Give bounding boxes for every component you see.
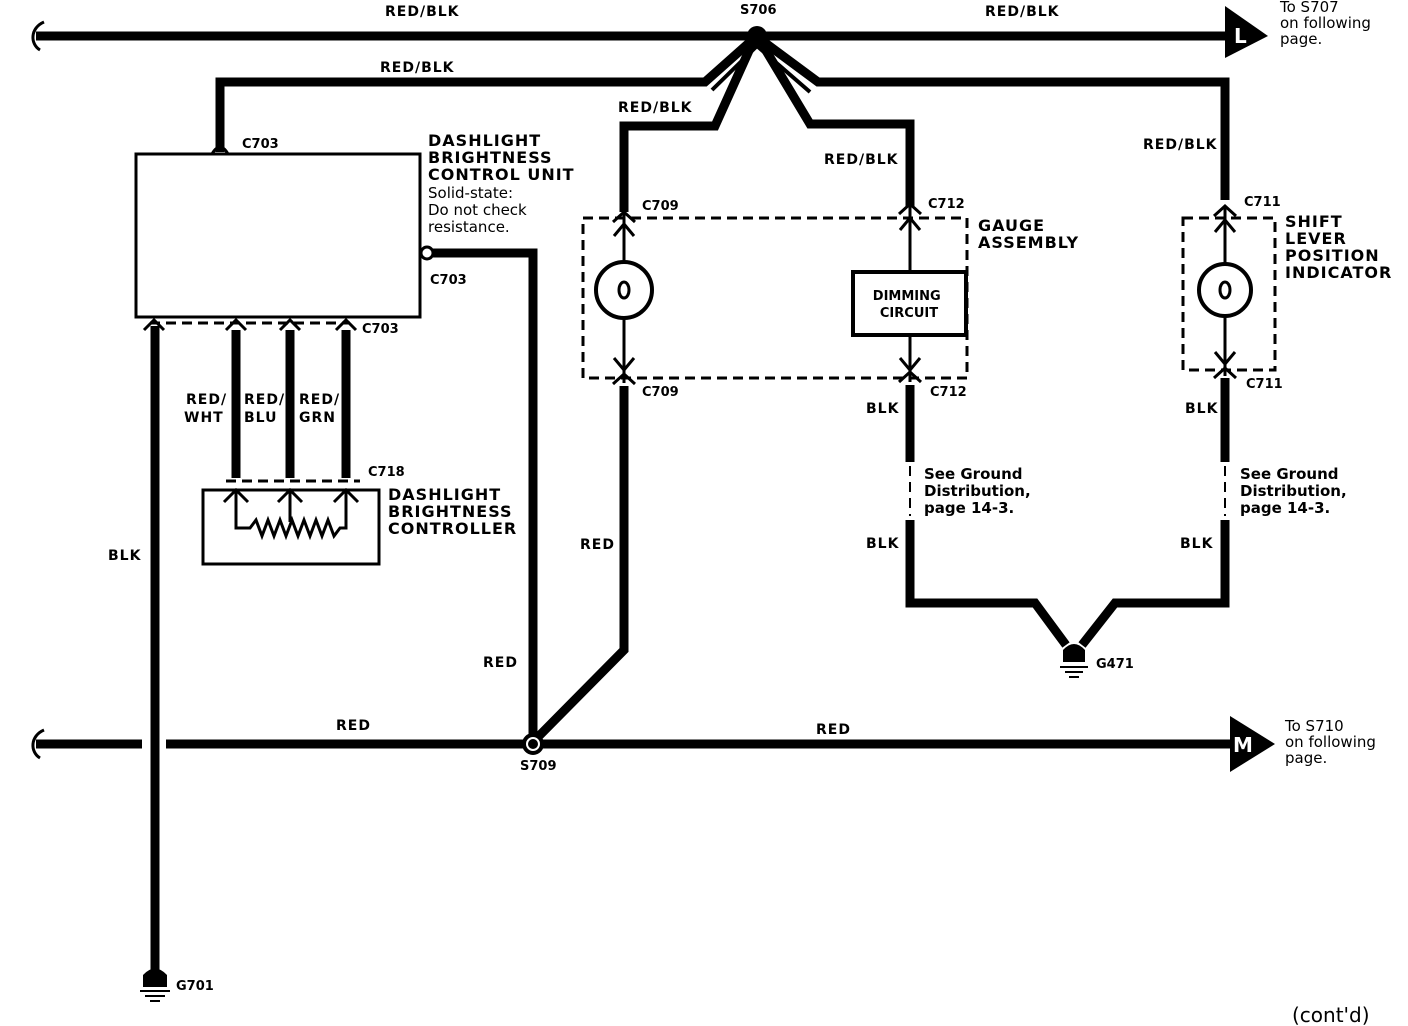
c703-bottom-mark-2 xyxy=(224,317,248,332)
wire-label-blk-c711-lower: BLK xyxy=(1180,536,1214,552)
connector-label-c703-bottom: C703 xyxy=(362,322,399,337)
footer-contd: (cont'd) xyxy=(1292,1003,1370,1026)
connector-c703-top-mark xyxy=(210,145,230,155)
wire-s706-to-c712 xyxy=(758,41,915,206)
wire-label-c712-top: RED/BLK xyxy=(824,152,899,168)
off-page-letter-M: M xyxy=(1233,733,1253,757)
splice-s709-dot xyxy=(528,739,538,749)
lamp-shift xyxy=(1197,262,1253,318)
control-unit-box xyxy=(134,152,422,319)
wire-label-red-cu: RED xyxy=(483,655,518,671)
wire-label-red-grn: RED/ GRN xyxy=(299,392,346,426)
connector-c711-bottom-mark xyxy=(1212,365,1238,380)
wire-red-c709-to-s709 xyxy=(533,386,629,742)
connector-label-c712-bottom: C712 xyxy=(930,385,967,400)
wire-label-blk-c712-upper: BLK xyxy=(866,401,900,417)
ground-label-g471: G471 xyxy=(1096,657,1134,672)
c703-bottom-mark-3 xyxy=(278,317,302,332)
wire-label-blk-c712-lower: BLK xyxy=(866,536,900,552)
splice-label-s709: S709 xyxy=(520,759,557,774)
ground-label-g701: G701 xyxy=(176,979,214,994)
arrow-c709-up xyxy=(612,221,636,237)
wire-label-blk-c711-upper: BLK xyxy=(1185,401,1219,417)
wire-label-loop-top: RED/BLK xyxy=(380,60,455,76)
connector-c712-bottom-mark xyxy=(897,369,923,384)
wire-label-red-blu: RED/ BLU xyxy=(244,392,291,426)
dimming-circuit-box xyxy=(851,270,968,337)
wire-label-bottom-left: RED xyxy=(336,718,371,734)
arrow-c709-down xyxy=(612,357,636,373)
lamp-shift-filament xyxy=(1218,280,1232,300)
ground-ref-gauge: See Ground Distribution, page 14-3. xyxy=(924,465,1036,517)
connector-label-c718: C718 xyxy=(368,465,405,480)
off-page-text-M: To S710 on following page. xyxy=(1284,717,1381,767)
controller-title: DASHLIGHT BRIGHTNESS CONTROLLER xyxy=(388,485,519,538)
wire-label-red-c709: RED xyxy=(580,537,615,553)
rheostat-symbol xyxy=(222,487,360,541)
wire-label-top-right: RED/BLK xyxy=(985,4,1060,20)
wire-break-left-bottom xyxy=(31,728,45,760)
wire-label-top-left: RED/BLK xyxy=(385,4,460,20)
wire-red-cu-to-s709 xyxy=(433,248,538,740)
dimming-circuit-title: DIMMING CIRCUIT xyxy=(873,289,945,321)
wire-label-c709-top: RED/BLK xyxy=(618,100,693,116)
arrow-c711-down xyxy=(1213,351,1237,367)
ground-symbol-g701 xyxy=(140,968,170,1002)
off-page-arrow-L xyxy=(1225,6,1268,58)
control-unit-note: Solid-state: Do not check resistance. xyxy=(428,184,532,236)
c703-bottom-mark-4 xyxy=(334,317,358,332)
off-page-letter-L: L xyxy=(1234,24,1247,48)
off-page-text-L: To S707 on following page. xyxy=(1279,0,1376,48)
lamp-gauge xyxy=(594,260,654,320)
wire-blk-c711-lower xyxy=(1078,520,1230,648)
arrow-c712-up xyxy=(898,215,922,231)
wire-s706-to-cu xyxy=(215,38,753,152)
splice-s706 xyxy=(747,26,767,46)
arrow-c711-up xyxy=(1213,217,1237,233)
connector-label-c711-bottom: C711 xyxy=(1246,377,1283,392)
wire-blk-c712-lower xyxy=(905,520,1070,648)
connector-label-c709-bottom: C709 xyxy=(642,385,679,400)
off-page-arrow-M xyxy=(1230,716,1275,772)
lamp-gauge-filament xyxy=(617,280,631,300)
connector-c712-top-mark xyxy=(897,201,923,216)
c703-bottom-mark-1 xyxy=(142,317,166,332)
ground-ref-shift: See Ground Distribution, page 14-3. xyxy=(1240,465,1352,517)
connector-c703-right-mark xyxy=(419,245,435,261)
connector-label-c712-top: C712 xyxy=(928,197,965,212)
wire-label-red-wht: RED/ WHT xyxy=(184,392,233,426)
splice-label-s706: S706 xyxy=(740,3,777,18)
wire-break-left-top xyxy=(31,20,45,52)
connector-label-c703-top: C703 xyxy=(242,137,279,152)
wire-label-blk-g701: BLK xyxy=(108,548,142,564)
wire-s706-to-c711 xyxy=(761,38,1230,200)
wire-s706-to-c709 xyxy=(619,42,757,212)
gauge-assembly-title: GAUGE ASSEMBLY xyxy=(978,216,1079,252)
connector-label-c703-right: C703 xyxy=(430,273,467,288)
wire-label-bottom-right: RED xyxy=(816,722,851,738)
wire-label-c711-top: RED/BLK xyxy=(1143,137,1218,153)
connector-label-c709-top: C709 xyxy=(642,199,679,214)
connector-c709-bottom-mark xyxy=(611,371,637,386)
ground-symbol-g471 xyxy=(1060,644,1088,678)
connector-label-c711-top: C711 xyxy=(1244,195,1281,210)
control-unit-title: DASHLIGHT BRIGHTNESS CONTROL UNIT xyxy=(428,131,575,184)
shift-indicator-title: SHIFT LEVER POSITION INDICATOR xyxy=(1285,212,1392,282)
